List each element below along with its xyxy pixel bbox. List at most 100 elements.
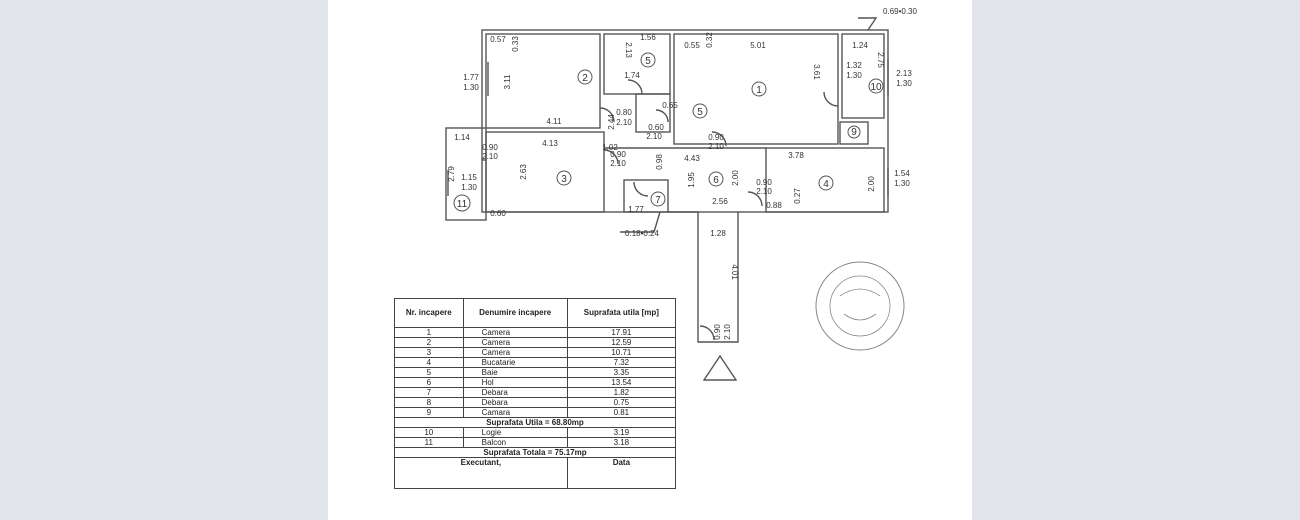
door-arc (599, 107, 615, 123)
subtotal-row: Suprafata Utila = 68.80mp (394, 417, 676, 428)
dimension-label: 0.80 (616, 108, 632, 117)
floor-plan: 1 2 3 4 5 5 6 7 9 10 11 0.69•0.30 0.18•0… (445, 7, 918, 381)
room-9-walls (839, 121, 869, 145)
dimension-label: 1.15 (461, 173, 477, 182)
dimension-label: 1.30 (461, 183, 477, 192)
header-nr: Nr. incapere (394, 298, 464, 328)
dimension-label: 0.69•0.30 (883, 7, 917, 16)
dimension-label: 0.60 (490, 209, 506, 218)
date-label: Data (566, 457, 677, 489)
dimension-label: 0.98 (655, 154, 664, 170)
room-number: 4 (823, 179, 829, 190)
room-number: 11 (457, 199, 468, 210)
room-number: 3 (561, 174, 567, 185)
room-number: 10 (870, 82, 882, 93)
dimension-label: 0.90 (708, 133, 724, 142)
dimension-label: 2.10 (708, 142, 724, 151)
dimension-label: 4.11 (547, 117, 563, 126)
dimension-label: 2.13 (896, 69, 912, 78)
dimension-label: 1.30 (463, 83, 479, 92)
room-number: 2 (582, 73, 588, 84)
dimension-label: 1.95 (687, 172, 696, 188)
dimension-label: 1.77 (463, 73, 479, 82)
dimension-label: 2.44 (607, 114, 616, 130)
dimension-label: 1.54 (894, 169, 910, 178)
dimension-label: 1.28 (710, 229, 726, 238)
dimension-label: 0.33 (511, 36, 520, 52)
total-row: Suprafata Totala = 75.17mp (394, 447, 676, 458)
dimension-label: 1.14 (454, 133, 470, 142)
dimension-label: 1.77 (628, 205, 644, 214)
header-area: Suprafata utila [mp] (566, 298, 677, 328)
dimension-label: 1.74 (624, 71, 640, 80)
door-arc (823, 91, 839, 107)
dimension-label: 1.56 (640, 33, 656, 42)
door-arc (699, 325, 715, 341)
north-arrow-icon (702, 354, 738, 381)
dimension-label: 2.10 (482, 152, 498, 161)
dimension-label: 0.60 (648, 123, 664, 132)
door-arc (603, 149, 619, 165)
dimension-label: 3.78 (788, 151, 804, 160)
room-5-walls (603, 33, 671, 95)
room-area-table: Nr. incapere Denumire incapere Suprafata… (394, 298, 677, 489)
dimension-label: 0.88 (766, 201, 782, 210)
door-arc (655, 109, 669, 123)
leader-line (858, 17, 878, 31)
dimension-label: 4.43 (684, 154, 700, 163)
room-number: 9 (851, 127, 857, 138)
leader-line (620, 211, 661, 233)
dimension-label: 2.63 (519, 164, 528, 180)
document-page: 1 2 3 4 5 5 6 7 9 10 11 0.69•0.30 0.18•0… (328, 0, 972, 520)
dimension-label: 0.90 (756, 178, 772, 187)
signature-row: Executant, Data (394, 457, 677, 489)
dimension-label: 2.13 (624, 42, 633, 58)
dimension-label: 4.13 (542, 139, 558, 148)
dimension-label: 2.10 (610, 159, 626, 168)
dimension-label: 0.32 (705, 32, 714, 48)
dimension-label: 0.90 (610, 150, 626, 159)
room-2-walls (485, 33, 601, 129)
room-10-walls (841, 33, 885, 119)
dimension-label: 1.30 (896, 79, 912, 88)
dimension-label: 1.30 (894, 179, 910, 188)
dimension-label: 2.56 (712, 197, 728, 206)
room-number: 5 (645, 56, 651, 67)
dimension-label: 0.57 (490, 35, 506, 44)
dimension-label: 1.02 (602, 143, 618, 152)
dimension-label: 2.10 (646, 132, 662, 141)
dimension-label: 2.75 (876, 52, 885, 68)
stamp-seal-icon (815, 261, 905, 351)
dimension-label: 3.11 (503, 74, 512, 90)
room-number: 1 (756, 85, 762, 96)
executant-label: Executant, (394, 457, 568, 489)
dimension-label: 0.18•0.24 (625, 229, 659, 238)
door-arc (633, 181, 649, 197)
door-arc (627, 79, 643, 95)
corridor-walls (668, 211, 739, 343)
room-number: 5 (697, 107, 703, 118)
room-number: 7 (655, 195, 661, 206)
room-4-walls (765, 147, 885, 213)
dimension-label: 1.32 (846, 61, 862, 70)
dimension-label: 0.90 (713, 324, 722, 340)
dimension-label: 2.10 (756, 187, 772, 196)
dimension-label: 0.65 (662, 101, 678, 110)
dimension-label: 2.10 (616, 118, 632, 127)
dimension-label: 4.01 (730, 264, 739, 280)
dimension-label: 5.01 (750, 41, 766, 50)
dimension-label: 3.61 (812, 64, 821, 80)
room-11-walls (445, 127, 487, 221)
header-name: Denumire incapere (462, 298, 568, 328)
dimension-label: 2.00 (731, 170, 740, 186)
door-arc (711, 131, 727, 147)
dimension-label: 0.90 (482, 143, 498, 152)
dimension-label: 1.24 (852, 41, 868, 50)
